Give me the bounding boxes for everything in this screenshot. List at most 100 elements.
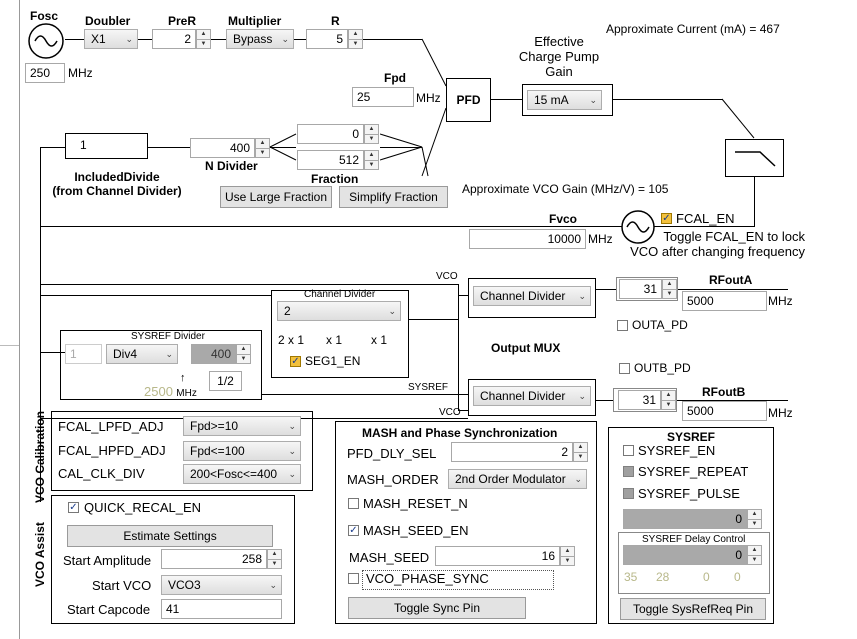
cp-gain-select[interactable]: 15 mA⌄ — [527, 90, 602, 110]
sysref-delay-stepper[interactable]: ▲▼ — [747, 545, 762, 565]
sysref-div-select[interactable]: Div4⌄ — [106, 344, 178, 364]
fvco-input[interactable]: 10000 — [469, 229, 586, 249]
n-divider-input[interactable]: 400 — [190, 138, 255, 158]
doubler-value: X1 — [91, 32, 106, 46]
wire — [40, 226, 622, 227]
channel-divider-mult-1: 2 x 1 — [278, 333, 305, 347]
rfoutb-box — [613, 388, 677, 412]
sysref-arrow-icon: ↑ — [180, 372, 186, 384]
seg1-en-checkbox[interactable]: ✓ — [290, 356, 301, 367]
rfouta-label: RFoutA — [709, 273, 753, 287]
loop-filter-block — [725, 139, 784, 177]
prer-input[interactable]: 2 — [152, 29, 196, 49]
wire — [491, 99, 522, 100]
vco-phase-sync-checkbox[interactable] — [348, 573, 359, 584]
r-label: R — [331, 14, 340, 28]
lowpass-icon — [735, 151, 776, 167]
start-amplitude-stepper[interactable]: ▲▼ — [267, 549, 282, 569]
rfoutb-freq-input[interactable]: 5000 — [682, 401, 767, 421]
fosc-input[interactable]: 250 — [25, 63, 65, 83]
fcal-en-checkbox[interactable]: ✓ — [661, 213, 672, 224]
simplify-fraction-button[interactable]: Simplify Fraction — [339, 186, 448, 208]
toggle-sync-pin-button[interactable]: Toggle Sync Pin — [348, 597, 526, 619]
wire — [677, 400, 788, 401]
rfoutb-unit: MHz — [768, 406, 793, 420]
r-input[interactable]: 5 — [306, 29, 348, 49]
multiplier-label: Multiplier — [228, 14, 282, 28]
mash-reset-checkbox[interactable] — [348, 498, 359, 509]
fcal-en-label: FCAL_EN — [676, 211, 735, 226]
mash-order-select[interactable]: 2nd Order Modulator⌄ — [448, 469, 587, 489]
multiplier-select[interactable]: Bypass⌄ — [226, 29, 294, 49]
chevron-down-icon: ⌄ — [288, 469, 296, 479]
pfd-dly-stepper[interactable]: ▲▼ — [573, 442, 588, 462]
start-capcode-input[interactable]: 41 — [161, 599, 282, 619]
start-vco-select[interactable]: VCO3⌄ — [161, 575, 282, 595]
fpd-input[interactable]: 25 — [352, 87, 414, 107]
doubler-select[interactable]: X1 ⌄ — [84, 29, 138, 49]
quick-recal-checkbox[interactable]: ✓ — [68, 502, 79, 513]
mash-seed-en-label: MASH_SEED_EN — [363, 523, 469, 538]
wire — [40, 147, 41, 502]
fosc-label: Fosc — [30, 9, 59, 23]
sysref-pulse-label: SYSREF_PULSE — [638, 486, 740, 501]
rfouta-box — [616, 277, 678, 301]
n-divider-label: N Divider — [205, 159, 258, 173]
mash-seed-en-checkbox[interactable]: ✓ — [348, 525, 359, 536]
wire-frac — [269, 133, 297, 161]
sysref-div-stepper[interactable]: ▲▼ — [236, 344, 251, 364]
rfoutb-power-stepper[interactable]: ▲▼ — [661, 390, 676, 410]
sysref-div-value-input[interactable]: 400 — [191, 344, 236, 364]
r-stepper[interactable]: ▲▼ — [348, 29, 363, 49]
outb-pd-checkbox[interactable] — [619, 363, 630, 374]
sysref-pulse-checkbox[interactable] — [623, 488, 634, 499]
outa-pd-checkbox[interactable] — [617, 320, 628, 331]
sysref-value-input[interactable]: 0 — [623, 509, 747, 529]
chevron-down-icon: ⌄ — [125, 34, 133, 44]
sysref-delay-num-3: 0 — [703, 570, 710, 584]
outa-pd-label: OUTA_PD — [632, 318, 688, 332]
fcal-hpfd-select[interactable]: Fpd<=100⌄ — [183, 441, 301, 461]
mash-title: MASH and Phase Synchronization — [362, 426, 558, 440]
fvco-unit: MHz — [588, 232, 613, 246]
wire — [294, 39, 306, 40]
pfd-dly-input[interactable]: 2 — [451, 442, 573, 462]
sysref-repeat-checkbox[interactable] — [623, 466, 634, 477]
vco-phase-sync-label: VCO_PHASE_SYNC — [362, 570, 554, 590]
mux-b-select[interactable]: Channel Divider⌄ — [473, 386, 591, 406]
chevron-down-icon: ⌄ — [288, 421, 296, 431]
use-large-fraction-button[interactable]: Use Large Fraction — [220, 186, 332, 208]
mash-seed-stepper[interactable]: ▲▼ — [560, 546, 575, 566]
fcal-lpfd-value: Fpd>=10 — [190, 419, 239, 433]
fraction-den-input[interactable]: 512 — [297, 150, 364, 170]
mash-seed-input[interactable]: 16 — [435, 546, 560, 566]
rfouta-power-input[interactable]: 31 — [619, 279, 662, 299]
fraction-num-stepper[interactable]: ▲▼ — [364, 124, 379, 144]
sysref-delay-input[interactable]: 0 — [623, 545, 747, 565]
sysref-value-stepper[interactable]: ▲▼ — [747, 509, 762, 529]
cal-clk-div-select[interactable]: 200<Fosc<=400⌄ — [183, 464, 301, 484]
chevron-down-icon: ⌄ — [589, 95, 597, 105]
vco-calibration-title: VCO Calibration — [33, 410, 47, 503]
left-panel-divider — [0, 345, 19, 346]
rfouta-power-stepper[interactable]: ▲▼ — [662, 279, 677, 299]
prer-stepper[interactable]: ▲▼ — [196, 29, 211, 49]
rfoutb-power-input[interactable]: 31 — [618, 390, 661, 410]
doubler-label: Doubler — [85, 14, 131, 28]
fraction-den-stepper[interactable]: ▲▼ — [364, 150, 379, 170]
n-divider-stepper[interactable]: ▲▼ — [255, 138, 270, 158]
estimate-settings-button[interactable]: Estimate Settings — [67, 525, 273, 547]
fcal-hpfd-value: Fpd<=100 — [190, 444, 245, 458]
channel-divider-select[interactable]: 2⌄ — [277, 301, 401, 321]
fraction-num-input[interactable]: 0 — [297, 124, 364, 144]
fvco-label: Fvco — [549, 212, 578, 226]
toggle-sysrefreq-pin-button[interactable]: Toggle SysRefReq Pin — [620, 598, 766, 620]
wire — [138, 39, 152, 40]
start-amplitude-input[interactable]: 258 — [161, 549, 267, 569]
rfouta-freq-input[interactable]: 5000 — [682, 291, 767, 311]
mux-a-select[interactable]: Channel Divider⌄ — [473, 286, 591, 306]
start-vco-value: VCO3 — [168, 578, 201, 592]
fcal-lpfd-select[interactable]: Fpd>=10 ⌄ — [183, 416, 301, 436]
sysref-en-checkbox[interactable] — [623, 445, 634, 456]
start-amplitude-label: Start Amplitude — [63, 553, 152, 568]
